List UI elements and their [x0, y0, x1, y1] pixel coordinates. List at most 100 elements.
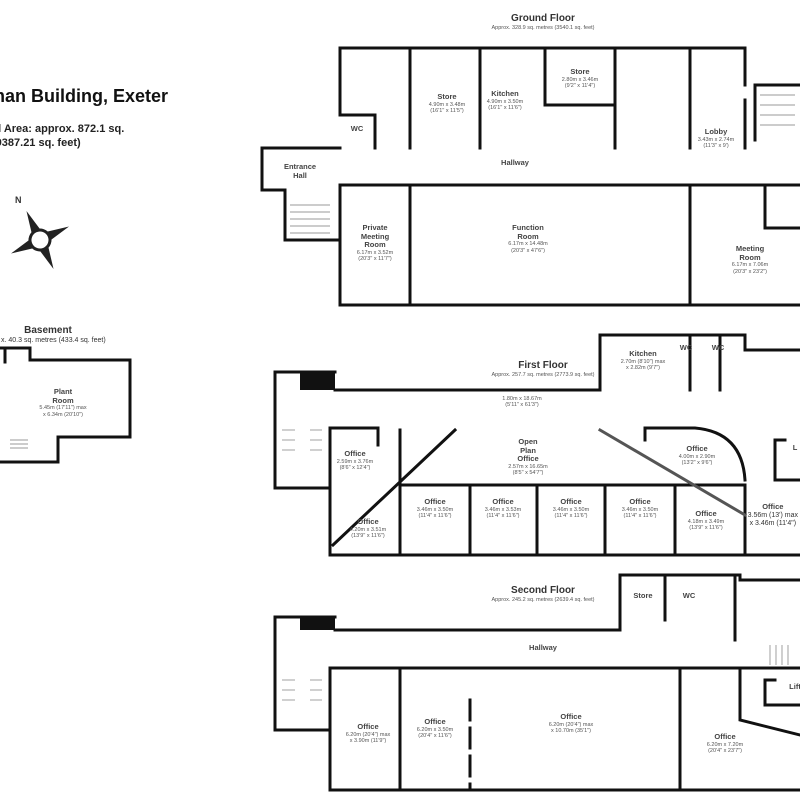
room-name: WC	[679, 343, 693, 352]
first-floor-heading: First Floor Approx. 257.7 sq. metres (27…	[491, 360, 594, 378]
room-dimensions: 2.70m (8'10") max	[620, 358, 666, 365]
room-dimensions: 3.46m x 3.50m	[416, 506, 454, 513]
room-name: Room	[517, 231, 539, 241]
room-name: Office	[686, 444, 708, 453]
room-name: Lift	[789, 682, 800, 691]
floor-title: Ground Floor	[511, 13, 575, 24]
room-dimensions: (11'4" x 11'6")	[623, 512, 657, 519]
room-dimensions: 3.46m x 3.53m	[484, 506, 522, 513]
room-dimensions: 4.18m x 3.49m	[687, 518, 725, 525]
room-name: Plant	[53, 387, 73, 396]
room-wc: WC	[350, 124, 364, 134]
room-name: Room	[364, 240, 386, 250]
room-dimensions: (11'4" x 11'6")	[486, 512, 520, 519]
room-hallway: Hallway	[501, 158, 529, 168]
total-area-imperial: (9387.21 sq. feet)	[0, 137, 81, 150]
room-name: Store	[437, 92, 457, 101]
room-dimensions: 6.17m x 7.06m	[731, 262, 769, 269]
basement-heading: Basement	[24, 325, 72, 337]
room-name: Office	[344, 449, 366, 458]
room-name: Lobby	[704, 127, 728, 136]
room-name: Room	[52, 395, 74, 405]
room-dimensions: 3.46m x 3.50m	[552, 506, 590, 513]
room-dimensions: (9'2" x 11'4")	[564, 82, 596, 89]
room-name: Entrance	[283, 162, 317, 171]
room-name: Office	[560, 497, 582, 506]
floor-area: Approx. 245.2 sq. metres (2639.4 sq. fee…	[491, 596, 595, 603]
room-dimensions: x 10.70m (35'1")	[550, 727, 591, 734]
room-dimensions: (11'3" x 9')	[703, 142, 729, 149]
floor-title: Second Floor	[511, 585, 575, 596]
room-name: WC	[711, 343, 725, 352]
second-floor-walls	[273, 573, 800, 792]
room-dimensions: (20'3" x 47'6")	[511, 247, 545, 254]
room-dimensions: 2.59m x 3.76m	[336, 458, 374, 465]
room-hallway: Hallway	[529, 643, 557, 653]
floor-title: First Floor	[518, 360, 568, 371]
room-name: Open	[518, 437, 538, 446]
room-name: Function	[512, 223, 544, 232]
room-name: Office	[357, 722, 379, 731]
room-name: Office	[424, 497, 446, 506]
room-dimensions: (5'11" x 61'3")	[505, 402, 539, 409]
floor-title: Basement	[24, 325, 72, 336]
room-dimensions: 6.20m (20'4") max	[345, 731, 391, 738]
room-name: Office	[695, 509, 717, 518]
ground-floor-walls	[260, 46, 800, 307]
room-name: Plan	[520, 445, 536, 455]
room-name: Office	[629, 497, 651, 506]
room-dimensions: 3.46m x 3.50m	[621, 506, 659, 513]
floor-area: Approx. 328.9 sq. metres (3540.1 sq. fee…	[491, 24, 595, 31]
north-label: N	[15, 195, 22, 205]
room-store: Store	[633, 591, 653, 601]
room-name: WC	[682, 591, 696, 600]
room-name: Office	[357, 517, 379, 526]
room-name: Hallway	[529, 643, 557, 652]
room-dimensions: (16'1" x 11'6")	[488, 104, 522, 111]
room-name: Private	[362, 223, 388, 232]
room-name: Room	[739, 252, 761, 262]
room-dimensions: (13'2" x 9'6")	[681, 459, 713, 466]
room-wc: WC	[679, 343, 693, 353]
room-dimensions: (20'4" x 11'6")	[418, 732, 452, 739]
room-name: Meeting	[360, 231, 390, 241]
room-name: WC	[350, 124, 364, 133]
room-dimensions: 3.56m (13') max	[747, 511, 798, 519]
room-name: Office	[424, 717, 446, 726]
room-name: Kitchen	[491, 89, 519, 98]
room-name: Hallway	[501, 158, 529, 167]
room-dimensions: 6.20m x 7.20m	[706, 741, 744, 748]
room-dimensions: 4.90m x 3.50m	[486, 98, 524, 105]
ground-floor-heading: Ground Floor Approx. 328.9 sq. metres (3…	[491, 13, 594, 31]
floor-area: x. 40.3 sq. metres (433.4 sq. feet)	[1, 337, 106, 344]
room-dimensions: (13'9" x 11'6")	[689, 524, 723, 531]
room-dimensions: x 6.34m (20'10")	[42, 411, 83, 418]
room-dimensions: 3.43m x 2.74m	[697, 136, 735, 143]
total-area: al Area: approx. 872.1 sq. (9387.21 sq. …	[0, 122, 124, 151]
room-dimensions: 4.90m x 3.48m	[428, 101, 466, 108]
room-dimensions: (11'4" x 11'6")	[554, 512, 588, 519]
basement-walls	[0, 346, 132, 464]
room-name: Store	[633, 591, 653, 600]
room-dimensions: 6.17m x 3.52m	[356, 249, 394, 256]
room-name: Office	[492, 497, 514, 506]
